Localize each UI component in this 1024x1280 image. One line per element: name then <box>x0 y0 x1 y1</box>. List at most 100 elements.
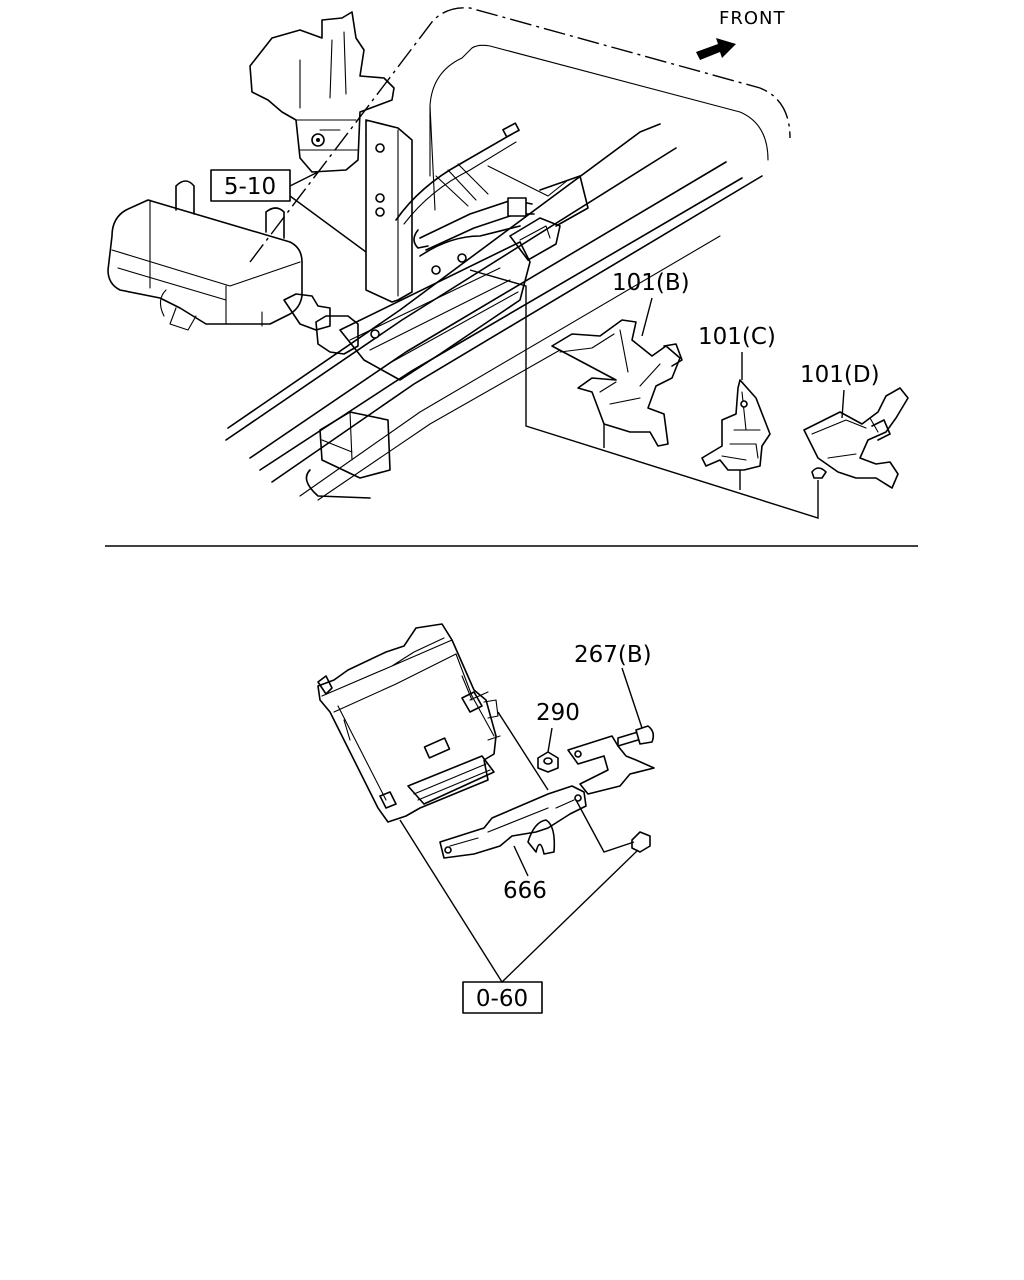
actuator-coupling <box>315 315 359 355</box>
lower-frame-block <box>319 411 391 479</box>
actuator-body <box>107 199 303 325</box>
actuator-ear-right <box>265 207 285 239</box>
nut-290-hole <box>543 757 553 765</box>
frame-rail-lower-3 <box>317 349 561 501</box>
leader-267b <box>621 667 643 729</box>
pipe-fitting <box>502 122 520 138</box>
vertical-bracket <box>365 119 413 303</box>
upper-mount-detail <box>295 31 359 151</box>
bracket-666-detail <box>449 799 575 847</box>
leader-trace <box>497 711 635 853</box>
bolt-267b: 267(B) <box>574 642 655 747</box>
bracket-101c: 101(C) <box>698 324 776 471</box>
bracket-hole <box>375 193 385 203</box>
bracket-101d-body <box>803 387 909 489</box>
mount-bolt-center <box>316 138 320 142</box>
bracket-101c-detail <box>721 391 761 461</box>
ecu-face <box>321 637 457 801</box>
front-arrow-icon <box>696 38 736 60</box>
leader-0-60 <box>399 819 639 984</box>
bracket-101d-bolt <box>811 467 827 479</box>
bracket-101b-body <box>551 319 681 447</box>
bracket-666-hole <box>574 794 582 802</box>
side-bracket <box>539 175 589 227</box>
bracket-arm <box>567 735 655 795</box>
pipe-upper-2 <box>403 141 517 225</box>
frame-rail-lower <box>271 175 763 483</box>
inner-boundary <box>429 44 769 177</box>
bracket-plate-detail <box>519 225 551 241</box>
leader-label-101b <box>641 297 653 337</box>
frame-rail-mid <box>249 161 727 459</box>
leader-to-brackets <box>469 269 819 519</box>
front-label: FRONT <box>719 8 786 29</box>
bracket-101d-clip <box>871 419 891 441</box>
bracket-666 <box>439 785 587 859</box>
flange-nut <box>631 831 651 853</box>
upper-mount <box>249 11 395 173</box>
nut-290: 290 <box>536 700 580 773</box>
bracket-hole <box>375 143 385 153</box>
bracket-hole <box>375 207 385 217</box>
bracket-101b: 101(B) <box>551 270 690 447</box>
label-666: 666 <box>503 878 547 904</box>
rivet <box>370 329 380 339</box>
actuator-shaft <box>283 293 331 331</box>
bracket-plate <box>509 217 561 261</box>
rivet <box>457 253 467 263</box>
actuator-ear-left <box>175 180 195 215</box>
label-101c: 101(C) <box>698 324 776 350</box>
ecu-stud <box>483 699 501 741</box>
ecu-tab-3 <box>461 691 483 713</box>
bracket-101d-detail <box>811 417 879 459</box>
ecu-housing <box>317 623 497 823</box>
cross-member <box>339 241 531 381</box>
ecu-tab-1 <box>317 675 333 695</box>
dash-boundary <box>249 7 791 263</box>
bracket-666-clip <box>527 819 556 855</box>
bracket-101b-clip <box>663 343 683 367</box>
bottom-assembly: 267(B) 290 666 0-60 <box>317 623 655 1014</box>
ecu-connector-detail <box>413 763 491 801</box>
actuator-detail <box>111 199 301 327</box>
bracket-101c-body <box>701 379 771 471</box>
frame-rail-mid-2 <box>259 177 743 471</box>
reference-5-10: 5-10 <box>210 169 367 253</box>
leader-290 <box>547 727 553 753</box>
label-290: 290 <box>536 700 580 726</box>
cross-member-detail <box>349 267 519 365</box>
bracket-101b-detail <box>559 329 661 405</box>
bracket-101c-hole <box>740 400 748 408</box>
ecu-connector <box>407 755 495 805</box>
bracket-arm-hole <box>574 750 582 758</box>
lower-axle <box>305 469 371 499</box>
hose-connector <box>413 229 429 249</box>
frame-rail-upper <box>227 123 661 429</box>
top-assembly: FRONT <box>107 7 909 519</box>
actuator-lower <box>159 289 197 331</box>
ecu-side <box>455 653 495 737</box>
bracket-666-hole <box>444 846 452 854</box>
hose-lower <box>419 225 521 257</box>
reference-0-60-text: 0-60 <box>476 986 528 1012</box>
label-267b: 267(B) <box>574 642 652 668</box>
reference-5-10-text: 5-10 <box>224 174 276 200</box>
label-101d: 101(D) <box>800 362 880 388</box>
reference-box <box>462 981 543 1014</box>
rivet <box>431 265 441 275</box>
hose-clamp <box>507 197 527 217</box>
leader-label-101d <box>841 389 845 419</box>
lower-frame-detail <box>321 411 353 461</box>
frame-rail-upper-2 <box>225 147 677 441</box>
reference-0-60: 0-60 <box>399 819 639 1014</box>
ecu-tab-2 <box>379 791 397 809</box>
leader-666 <box>513 845 529 877</box>
hose-detail <box>435 163 569 207</box>
bolt-267b-head <box>635 725 655 745</box>
ecu-label <box>423 737 451 759</box>
label-101b: 101(B) <box>612 270 690 296</box>
bracket-101d: 101(D) <box>800 362 909 489</box>
bolt-267b-shank <box>617 731 639 747</box>
leader-5-10 <box>289 171 367 253</box>
